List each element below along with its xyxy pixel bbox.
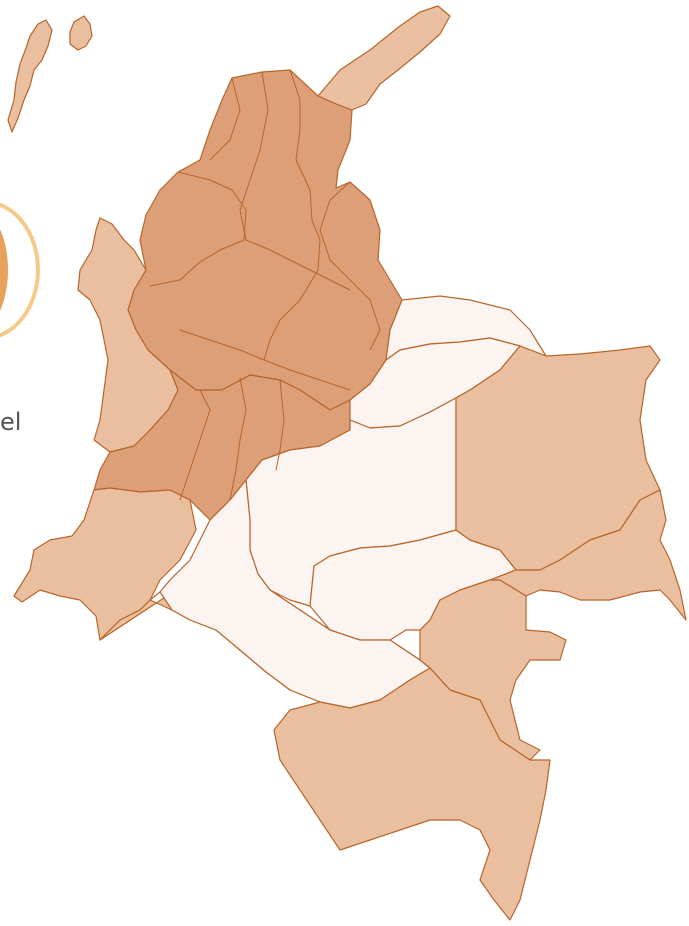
- region-san-andres-2: [69, 15, 93, 51]
- edge-text: el: [0, 408, 22, 436]
- dept-line-8: [179, 329, 351, 391]
- dept-line-2: [239, 71, 269, 241]
- region-amazonas: [273, 667, 551, 921]
- region-guajira: [317, 5, 451, 111]
- dept-line-5: [245, 239, 351, 291]
- region-vaupes: [419, 579, 567, 761]
- dept-line-1: [209, 77, 241, 161]
- region-san-andres: [7, 19, 53, 133]
- region-guainia: [489, 489, 687, 621]
- region-caribe-norte: [127, 69, 403, 411]
- dept-line-6: [263, 219, 321, 361]
- dept-line-9: [179, 389, 211, 501]
- region-pacifico-sur: [13, 487, 197, 641]
- dept-line-4: [149, 171, 247, 287]
- dept-line-11: [275, 379, 285, 471]
- dept-line-3: [289, 69, 313, 221]
- dept-line-7: [319, 181, 381, 351]
- dept-line-10: [229, 377, 247, 501]
